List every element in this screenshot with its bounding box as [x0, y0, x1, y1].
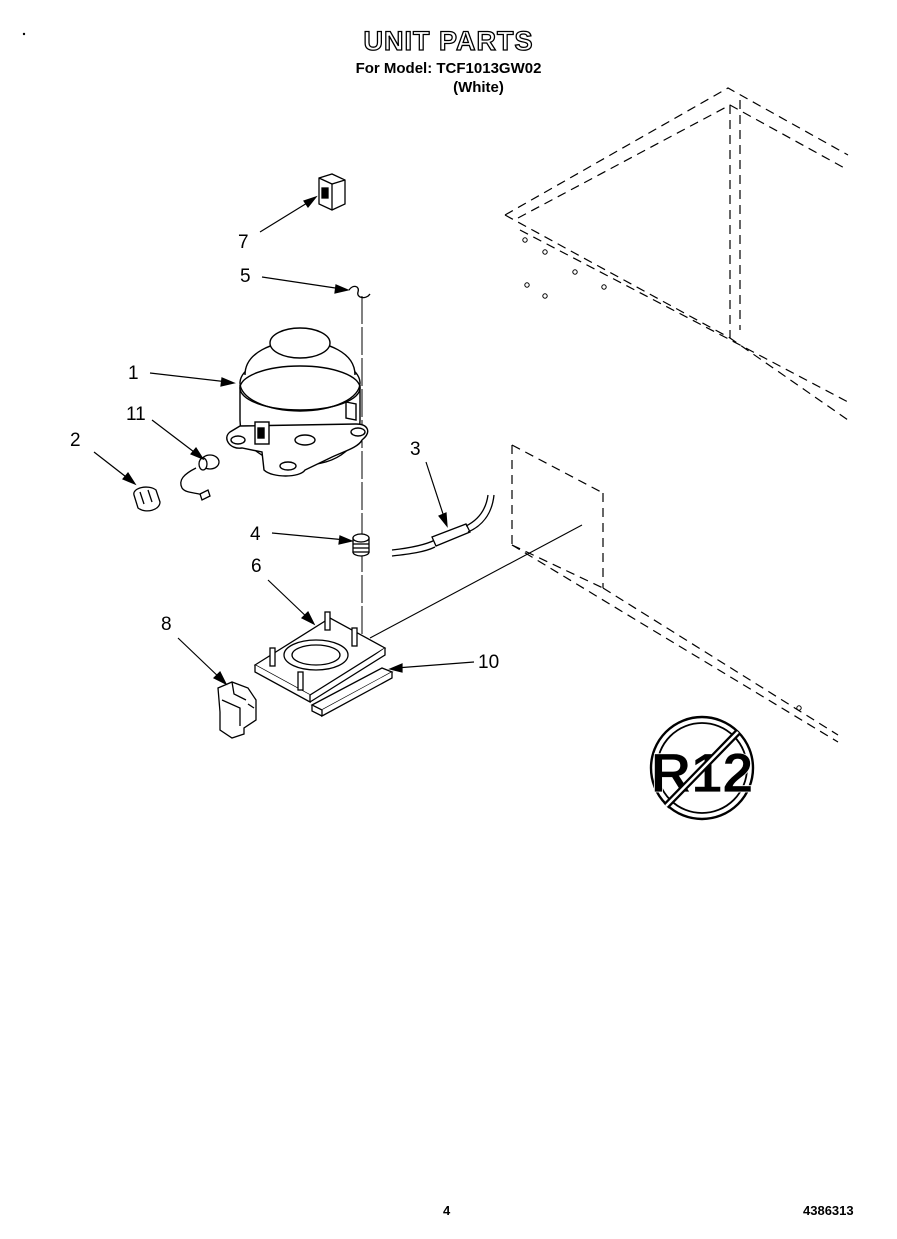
callout-11: 11 — [126, 404, 146, 425]
callout-7: 7 — [238, 232, 249, 253]
page-title: UNIT PARTS — [363, 25, 534, 56]
callout-3: 3 — [410, 439, 421, 460]
no-r12-badge: R12 — [649, 715, 755, 821]
overload-part — [180, 454, 220, 501]
page-number: 4 — [443, 1203, 451, 1218]
clip-part — [348, 285, 371, 299]
base-guide-line — [369, 524, 583, 639]
mounting-rail-part — [310, 667, 394, 718]
color-line: (White) — [453, 79, 504, 96]
callout-2: 2 — [70, 430, 81, 451]
relay-part — [318, 173, 346, 211]
callout-4: 4 — [250, 524, 261, 545]
document-number: 4386313 — [803, 1203, 854, 1218]
callout-6: 6 — [251, 556, 262, 577]
drier-tube-part — [391, 494, 495, 557]
cabinet-outline-lower — [511, 444, 839, 743]
cabinet-hole — [796, 705, 802, 711]
grommet-part — [352, 533, 370, 557]
terminal-cover-part — [133, 486, 161, 512]
base-plate-part — [253, 611, 387, 704]
callout-1: 1 — [128, 363, 139, 384]
callout-10: 10 — [478, 652, 499, 673]
callout-8: 8 — [161, 614, 172, 635]
callout-5: 5 — [240, 266, 251, 287]
scan-dot — [22, 32, 26, 36]
cabinet-outline-upper — [504, 87, 849, 421]
clamp-part — [217, 681, 257, 739]
leader-lines — [93, 195, 475, 686]
compressor-part — [226, 327, 369, 477]
cabinet-holes — [522, 237, 607, 299]
model-line: For Model: TCF1013GW02 — [355, 60, 542, 77]
